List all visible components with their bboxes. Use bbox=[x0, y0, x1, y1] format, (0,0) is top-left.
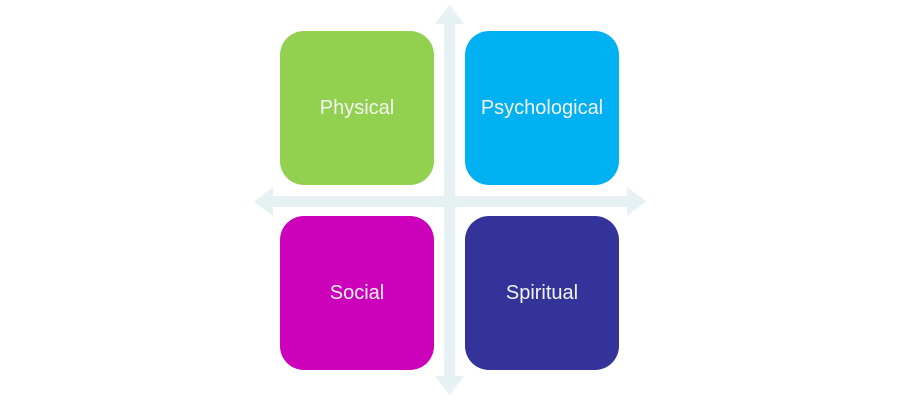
quadrant-label: Social bbox=[329, 281, 385, 304]
arrow-left-icon bbox=[254, 187, 273, 216]
quadrant-social: Social bbox=[280, 216, 434, 370]
quadrant-label: Physical bbox=[319, 96, 395, 119]
quadrant-spiritual: Spiritual bbox=[465, 216, 619, 370]
horizontal-axis bbox=[273, 196, 627, 207]
quadrant-label: Psychological bbox=[480, 96, 604, 119]
arrow-down-icon bbox=[435, 376, 464, 395]
quadrant-label: Spiritual bbox=[505, 281, 579, 304]
quadrant-physical: Physical bbox=[280, 31, 434, 185]
quadrant-psychological: Psychological bbox=[465, 31, 619, 185]
arrow-right-icon bbox=[627, 187, 646, 216]
arrow-up-icon bbox=[435, 5, 464, 24]
